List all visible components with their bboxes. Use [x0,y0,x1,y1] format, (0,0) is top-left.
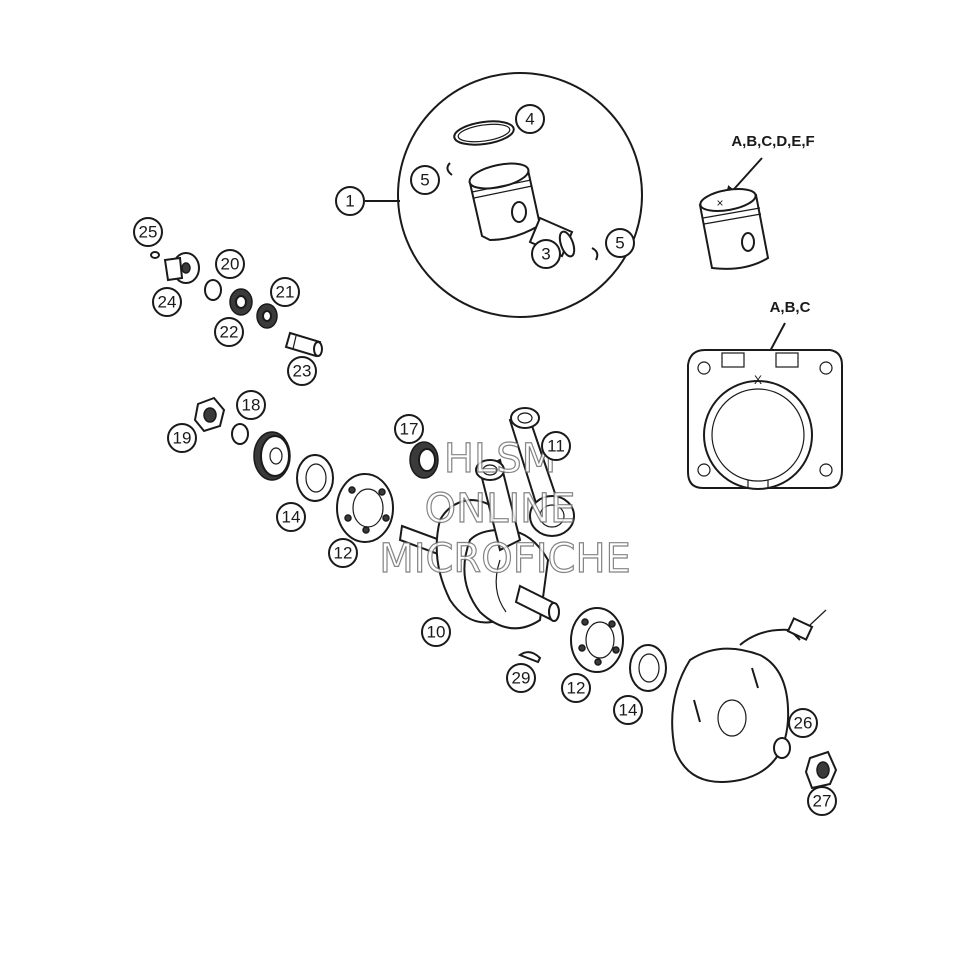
piston-variant-group: A,B,C,D,E,F × [698,133,815,270]
callout-14-left[interactable]: 14 [276,502,306,532]
nut-27 [804,750,838,790]
watermark: HLSM ONLINE MICROFICHE [379,435,632,582]
water-pump-parts [150,251,323,358]
svg-text:5: 5 [615,234,624,253]
svg-text:10: 10 [427,623,446,642]
svg-text:5: 5 [420,171,429,190]
callout-23[interactable]: 23 [287,356,317,386]
svg-text:14: 14 [619,701,638,720]
watermark-line-2: ONLINE [425,486,576,532]
callout-14-right[interactable]: 14 [613,695,643,725]
seal-22 [229,288,253,316]
svg-text:12: 12 [567,679,586,698]
callout-21[interactable]: 21 [270,277,300,307]
callout-5-left[interactable]: 5 [410,165,440,195]
svg-text:25: 25 [139,223,158,242]
svg-text:27: 27 [813,792,832,811]
callout-4[interactable]: 4 [515,104,545,134]
ignition-stator [671,609,827,783]
woodruff-key-29 [517,651,542,664]
primary-gear [253,431,291,481]
svg-text:4: 4 [525,110,534,129]
nut-19 [193,396,226,433]
piston-detail-group [365,72,643,318]
cylinder-variant-label: A,B,C [770,299,811,316]
callout-3[interactable]: 3 [531,239,561,269]
svg-text:14: 14 [282,508,301,527]
impeller-24 [163,252,200,284]
svg-text:22: 22 [220,323,239,342]
callout-27[interactable]: 27 [807,786,837,816]
clip-25 [150,251,160,259]
svg-text:24: 24 [158,293,177,312]
callout-25[interactable]: 25 [133,217,163,247]
svg-text:26: 26 [794,714,813,733]
callout-20[interactable]: 20 [215,249,245,279]
seal-21 [256,303,278,329]
shaft-23 [284,331,323,358]
washer-20 [204,279,222,301]
gasket-variant-group: A,B,C X [687,299,843,490]
svg-text:1: 1 [345,192,354,211]
svg-text:11: 11 [547,437,565,456]
detail-circle [397,72,643,318]
watermark-line-1: HLSM [444,436,556,482]
piston-mark: × [716,196,723,210]
callout-5-right[interactable]: 5 [605,228,635,258]
svg-text:3: 3 [541,245,550,264]
piston [468,162,542,242]
callout-12-right[interactable]: 12 [561,673,591,703]
callout-29[interactable]: 29 [506,663,536,693]
svg-text:20: 20 [221,255,240,274]
watermark-line-3: MICROFICHE [379,536,631,582]
callout-1[interactable]: 1 [335,186,365,216]
callout-18[interactable]: 18 [236,390,266,420]
callout-10[interactable]: 10 [421,617,451,647]
callouts: 1 3 4 5 5 10 11 12 12 14 14 17 18 19 20 … [133,104,837,816]
bearing-12-left [336,473,394,543]
svg-text:12: 12 [334,544,353,563]
right-side-parts [570,607,838,790]
svg-text:17: 17 [400,420,419,439]
svg-text:21: 21 [276,283,295,302]
circlip-right [591,247,599,261]
connecting-rod-11 [508,407,575,537]
svg-text:23: 23 [293,362,312,381]
oil-seal-14-right [629,644,667,692]
needle-bearing-17 [409,441,439,479]
callout-24[interactable]: 24 [152,287,182,317]
crankshaft-10 [398,458,560,630]
callout-17[interactable]: 17 [394,414,424,444]
washer-18 [231,423,249,445]
callout-12-left[interactable]: 12 [328,538,358,568]
callout-11[interactable]: 11 [541,431,571,461]
oil-seal-14-left [296,454,334,502]
svg-text:19: 19 [173,429,192,448]
svg-text:29: 29 [512,669,531,688]
bearing-12-right [570,607,624,673]
svg-text:18: 18 [242,396,261,415]
piston-variant-label: A,B,C,D,E,F [731,133,814,150]
piston-ring [453,120,515,146]
circlip-left [446,162,453,176]
cylinder-mark: X [754,373,762,387]
washer-26 [773,737,791,759]
left-drive-parts [193,396,394,543]
callout-22[interactable]: 22 [214,317,244,347]
crankshaft-assembly [398,407,575,664]
callout-19[interactable]: 19 [167,423,197,453]
callout-26[interactable]: 26 [788,708,818,738]
